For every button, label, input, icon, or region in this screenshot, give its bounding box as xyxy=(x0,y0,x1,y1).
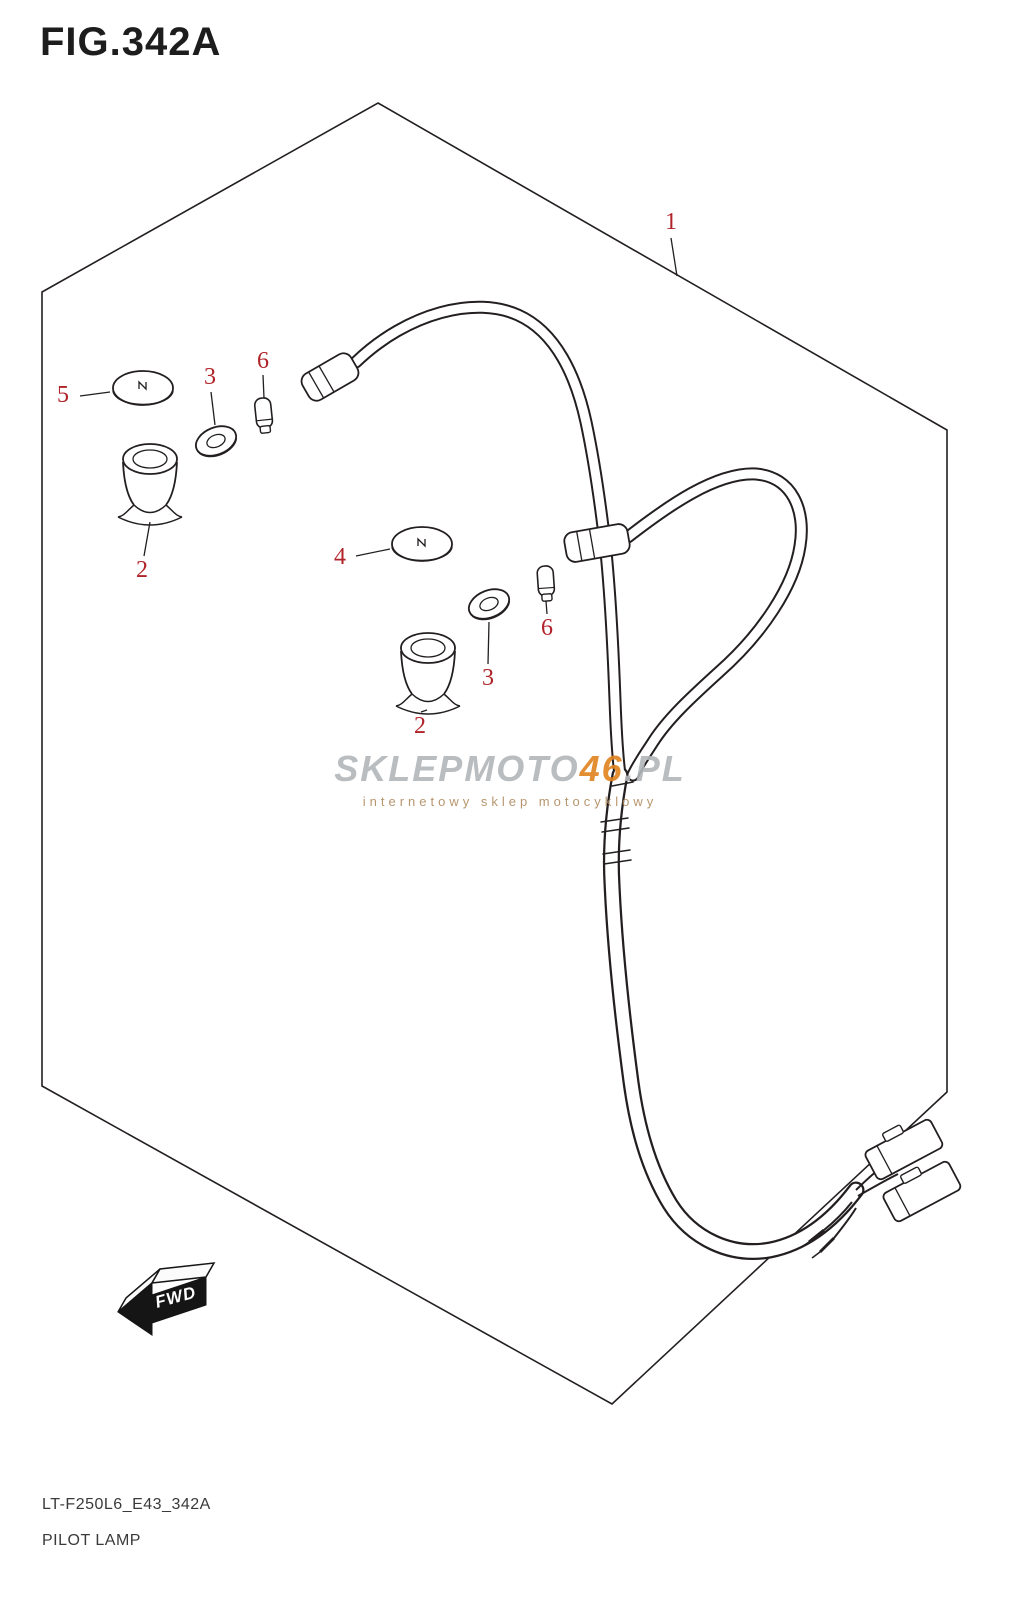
model-code: LT-F250L6_E43_342A xyxy=(42,1496,211,1513)
lamp-socket-connector-upper xyxy=(300,352,360,402)
callout-1: 1 xyxy=(665,209,677,235)
watermark-brand-accent: 46 xyxy=(579,748,624,789)
watermark-brand-prefix: SKLEPMOTO xyxy=(334,748,580,789)
bulb-part6-lower xyxy=(536,565,556,602)
watermark-tagline: internetowy sklep motocyklowy xyxy=(362,794,658,809)
callout-4: 4 xyxy=(334,544,346,570)
callout-2-lower: 2 xyxy=(414,713,426,739)
callout-6-lower: 6 xyxy=(541,615,553,641)
callout-2-upper: 2 xyxy=(136,557,148,583)
coupler-connector-2 xyxy=(882,1160,962,1223)
sheath-tape-bands xyxy=(600,781,634,865)
figure-name: PILOT LAMP xyxy=(42,1532,141,1549)
rubber-cap-part5 xyxy=(112,370,174,406)
callout-3-upper: 3 xyxy=(204,364,216,390)
rubber-cap-part4 xyxy=(391,526,453,562)
socket-cup-part2-upper xyxy=(117,443,183,526)
wire-harness xyxy=(349,300,865,1260)
harness-end-wires xyxy=(823,1159,899,1239)
lamp-socket-connector-lower xyxy=(563,523,631,563)
callout-6-upper: 6 xyxy=(257,348,269,374)
shop-watermark: SKLEPMOTO46.PL internetowy sklep motocyk… xyxy=(334,748,685,809)
socket-cup-part2-lower xyxy=(395,632,461,715)
grommet-part3-lower xyxy=(467,588,511,621)
bulb-part6-upper xyxy=(253,397,274,434)
terminal-pins xyxy=(799,1228,836,1259)
fwd-arrow: FWD xyxy=(117,1262,216,1336)
callout-3-lower: 3 xyxy=(482,665,494,691)
callout-5: 5 xyxy=(57,382,69,408)
figure-title: FIG.342A xyxy=(40,20,222,64)
callout-leader-lines xyxy=(79,237,678,713)
watermark-brand-suffix: .PL xyxy=(623,748,686,789)
coupler-connector-1 xyxy=(864,1118,944,1181)
watermark-brand: SKLEPMOTO46.PL xyxy=(334,748,685,790)
grommet-part3-upper xyxy=(194,425,238,458)
isometric-frame xyxy=(41,102,948,1405)
